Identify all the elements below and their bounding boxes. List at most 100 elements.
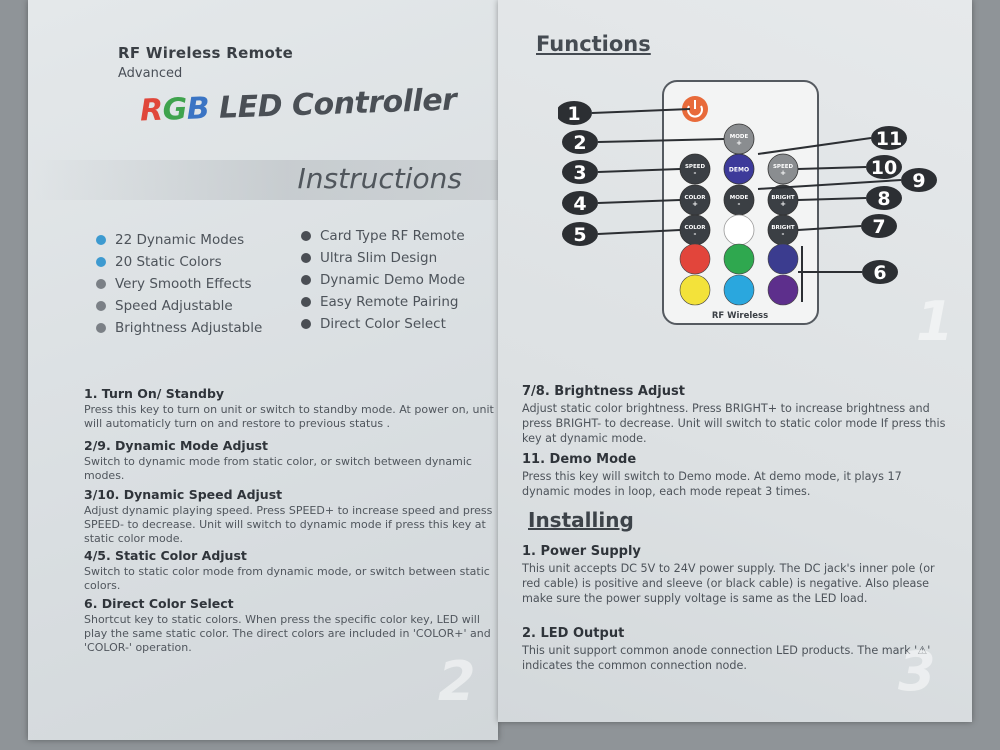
feature-item: 22 Dynamic Modes: [96, 232, 244, 248]
demo-button: [723, 153, 755, 185]
header-band: [28, 160, 498, 200]
callout-9: [901, 168, 937, 192]
callout-line: [797, 225, 862, 231]
callout-line: [597, 229, 681, 235]
callout-1-number: 1: [567, 103, 580, 125]
callout-line: [597, 138, 725, 143]
functions-heading: Functions: [536, 32, 651, 56]
page-number-top: 1: [916, 290, 954, 353]
section-body: Switch to dynamic mode from static color…: [84, 455, 472, 482]
section-body: Press this key will switch to Demo mode.…: [522, 470, 902, 498]
bullet-dot-icon: [301, 319, 311, 329]
callout-line: [597, 199, 681, 204]
brand-logo: RGB LED Controller: [139, 82, 457, 129]
page-number-bottom: 3: [898, 640, 936, 703]
callout-line: [797, 166, 867, 170]
section-title: 1. Power Supply: [522, 544, 641, 559]
speed-plus-button-label: SPEED: [773, 164, 794, 170]
callout-line: [597, 168, 681, 173]
mode-minus-button-label: MODE: [730, 195, 749, 201]
callout-line: [757, 137, 872, 155]
callout-4-number: 4: [573, 193, 586, 215]
bullet-dot-icon: [301, 253, 311, 263]
color-minus-button-label: COLOR: [685, 225, 707, 231]
section-body: Press this key to turn on unit or switch…: [84, 403, 494, 430]
bullet-dot-icon: [96, 301, 106, 311]
callout-9-number: 9: [912, 170, 925, 192]
mode-plus-button-label: MODE: [730, 134, 749, 140]
feature-label: 20 Static Colors: [115, 254, 222, 270]
speed-minus-button-label: SPEED: [685, 164, 706, 170]
callout-3-number: 3: [573, 162, 586, 184]
section-title: 1. Turn On/ Standby: [84, 386, 225, 401]
feature-label: Dynamic Demo Mode: [320, 272, 466, 288]
section-body: This unit accepts DC 5V to 24V power sup…: [522, 562, 935, 605]
feature-item: Ultra Slim Design: [301, 250, 437, 266]
bullet-dot-icon: [96, 235, 106, 245]
left-page: RF Wireless Remote Advanced RGB LED Cont…: [28, 0, 498, 740]
white-button: [723, 214, 755, 246]
section-title: 3/10. Dynamic Speed Adjust: [84, 487, 283, 502]
callout-3: [562, 160, 598, 184]
section-body: Shortcut key to static colors. When pres…: [84, 613, 491, 654]
feature-label: Brightness Adjustable: [115, 320, 263, 336]
section-title: 2. LED Output: [522, 626, 625, 641]
callout-line: [797, 197, 867, 201]
callout-2: [562, 130, 598, 154]
section-body: Switch to static color mode from dynamic…: [84, 565, 490, 592]
callout-6-number: 6: [873, 262, 886, 284]
callout-5: [562, 222, 598, 246]
feature-item: Card Type RF Remote: [301, 228, 465, 244]
color-key-button: [767, 243, 799, 275]
section-title: 2/9. Dynamic Mode Adjust: [84, 438, 269, 453]
section-body: Adjust dynamic playing speed. Press SPEE…: [84, 504, 493, 545]
feature-item: Speed Adjustable: [96, 298, 233, 314]
color-key-button: [679, 243, 711, 275]
section-title: 11. Demo Mode: [522, 452, 637, 467]
callout-line: [757, 179, 902, 190]
feature-label: Speed Adjustable: [115, 298, 233, 314]
installing-heading: Installing: [528, 508, 634, 532]
bright-minus-button-sign: -: [782, 230, 785, 238]
bullet-dot-icon: [301, 231, 311, 241]
feature-label: Direct Color Select: [320, 316, 446, 332]
page-number: 2: [438, 650, 476, 713]
section-body: Adjust static color brightness. Press BR…: [522, 402, 946, 445]
section-title: 4/5. Static Color Adjust: [84, 548, 247, 563]
color-minus-button-sign: -: [694, 230, 697, 238]
callout-11-number: 11: [876, 128, 902, 150]
callout-line: [591, 108, 691, 114]
color-key-button: [723, 243, 755, 275]
mode-plus-button-sign: +: [736, 139, 742, 147]
callout-4: [562, 191, 598, 215]
speed-minus-button-sign: -: [694, 169, 697, 177]
bullet-dot-icon: [96, 257, 106, 267]
bright-plus-button-label: BRIGHT: [771, 195, 795, 201]
color-plus-button-sign: +: [692, 200, 698, 208]
callout-7: [861, 214, 897, 238]
feature-label: Card Type RF Remote: [320, 228, 465, 244]
bullet-dot-icon: [301, 275, 311, 285]
callout-11: [871, 126, 907, 150]
mode-minus-button-sign: -: [738, 200, 741, 208]
bullet-dot-icon: [96, 279, 106, 289]
feature-label: Ultra Slim Design: [320, 250, 438, 266]
feature-item: Easy Remote Pairing: [301, 294, 458, 310]
bright-plus-button-sign: +: [780, 200, 786, 208]
color-key-button: [767, 274, 799, 306]
demo-button-label: DEMO: [729, 167, 749, 174]
section-title: 6. Direct Color Select: [84, 596, 234, 611]
instructions-heading: Instructions: [297, 162, 462, 195]
callout-8: [866, 186, 902, 210]
bullet-dot-icon: [301, 297, 311, 307]
feature-item: Direct Color Select: [301, 316, 446, 332]
